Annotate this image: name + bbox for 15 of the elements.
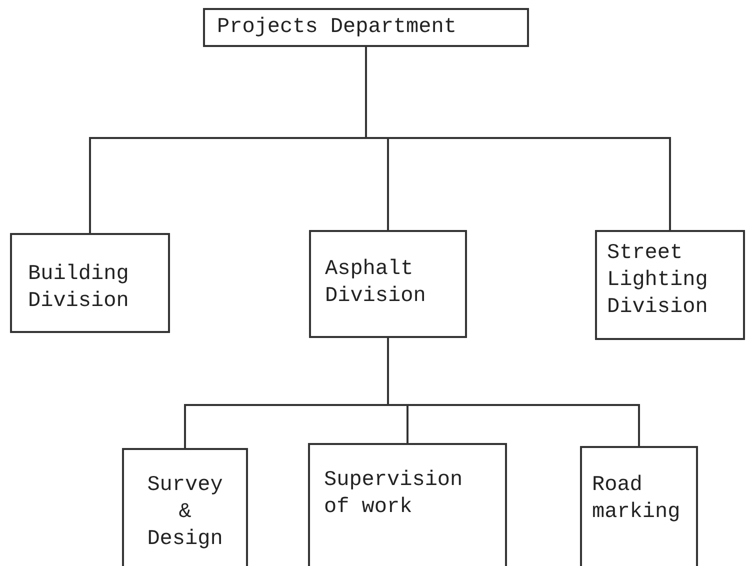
org-box — [122, 448, 248, 566]
unit-name: Supervision of work — [324, 468, 464, 521]
unit-name: Survey & Design — [146, 473, 224, 553]
unit-name: Asphalt Division — [325, 257, 427, 310]
unit-name: Building Division — [28, 262, 130, 315]
org-box — [10, 233, 170, 333]
org-box — [309, 230, 467, 338]
org-box — [580, 446, 698, 566]
org-box — [595, 230, 745, 340]
unit-name: Projects Department — [217, 15, 458, 41]
connector-line — [387, 338, 640, 446]
unit-name: Road marking — [592, 473, 682, 526]
org-box — [308, 443, 507, 566]
org-box — [203, 8, 529, 47]
unit-name: Street Lighting Division — [607, 241, 709, 321]
